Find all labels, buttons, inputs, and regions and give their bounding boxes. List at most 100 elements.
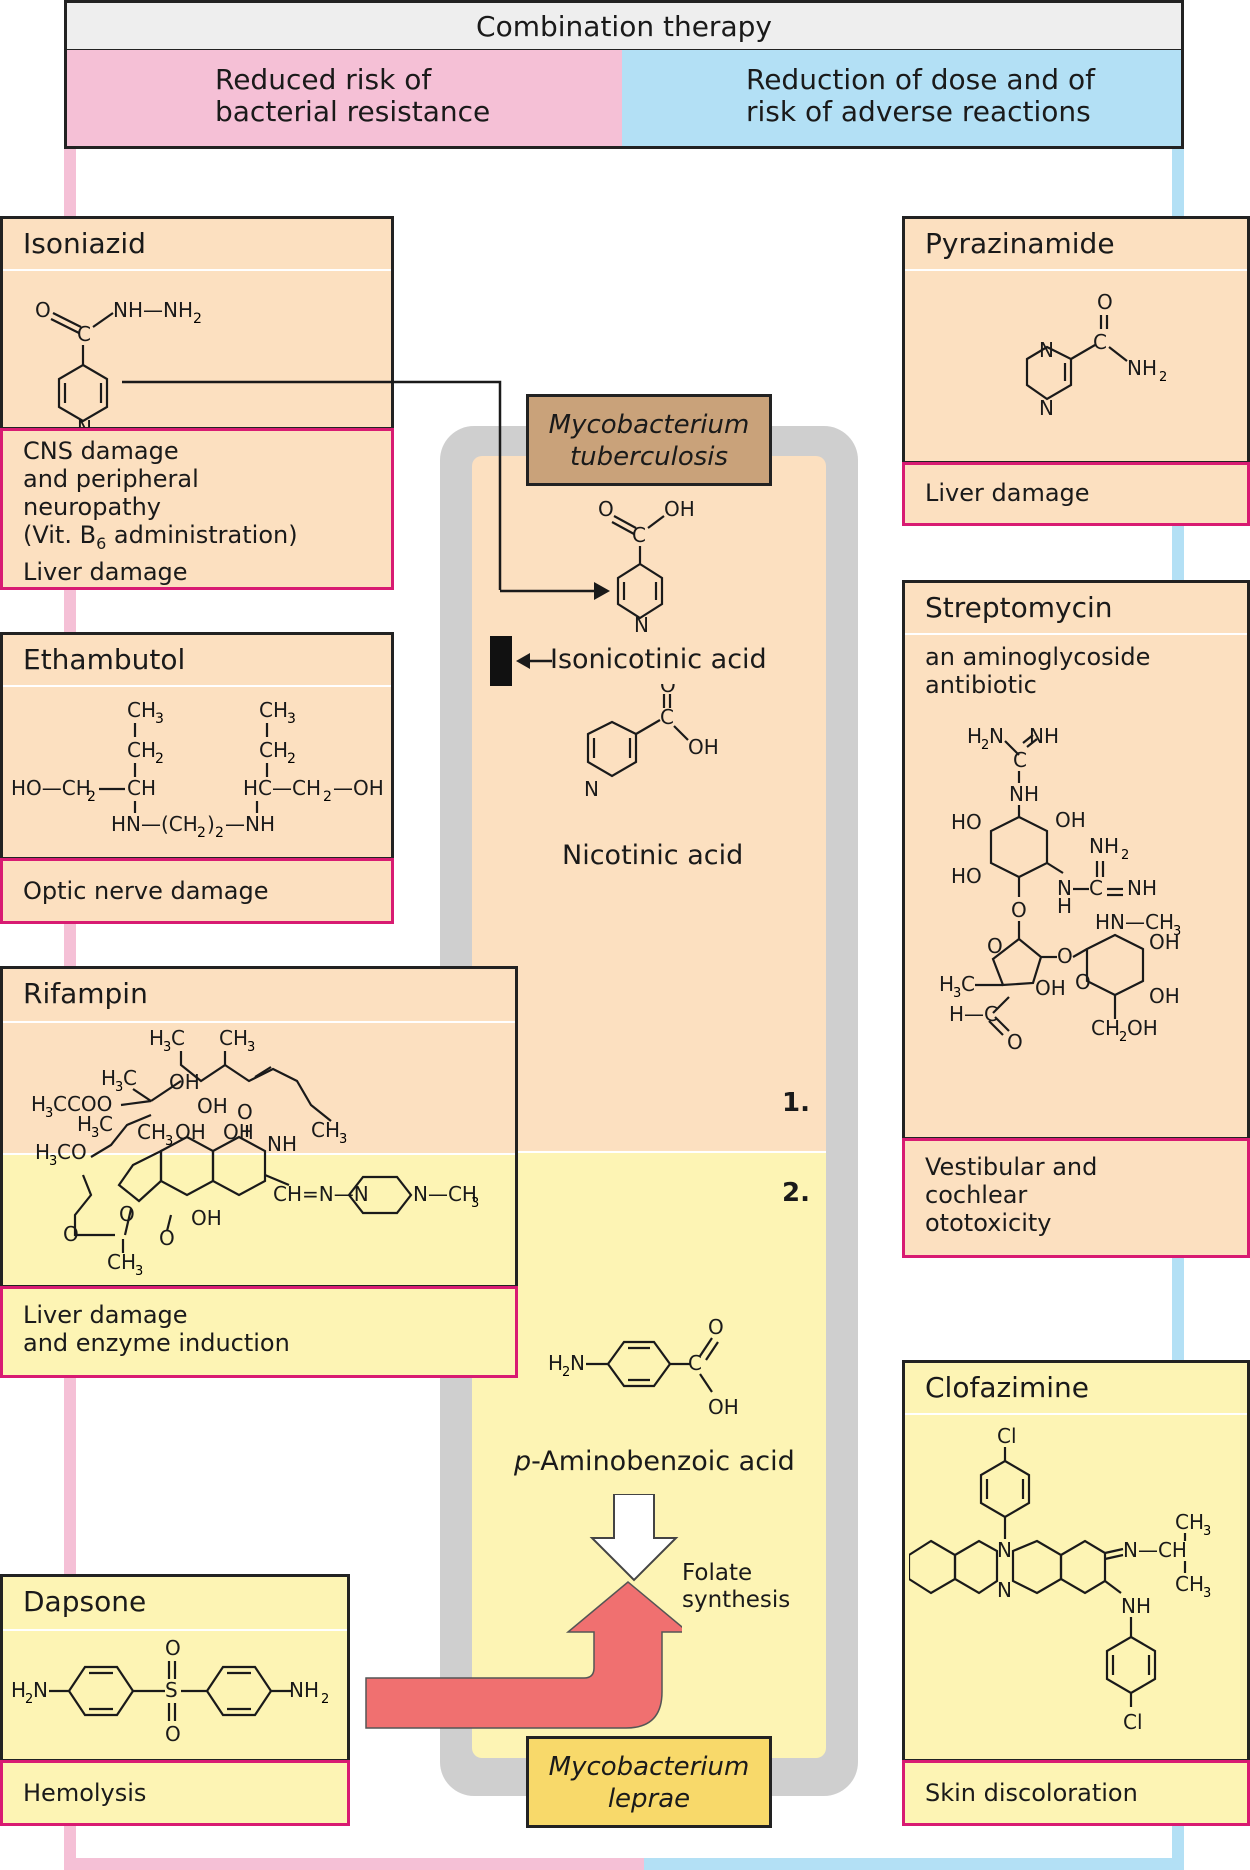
dapsone-effects-box: Hemolysis — [0, 1760, 350, 1826]
folate-line1: Folate — [682, 1560, 753, 1586]
svg-text:CH: CH — [127, 698, 156, 722]
paba-prefix: p — [514, 1446, 532, 1477]
svg-text:2: 2 — [155, 751, 164, 767]
svg-text:N: N — [1039, 338, 1054, 362]
svg-text:HC—CH: HC—CH — [243, 776, 321, 800]
svg-text:3: 3 — [247, 1040, 255, 1055]
svg-text:C: C — [1013, 748, 1027, 772]
svg-text:N: N — [1057, 876, 1072, 900]
svg-text:NH: NH — [1127, 876, 1157, 900]
svg-text:CH: CH — [259, 738, 288, 762]
svg-text:O: O — [165, 1722, 181, 1746]
clofazimine-effect: Skin discoloration — [925, 1779, 1138, 1807]
pyrazinamide-title-rule — [905, 269, 1247, 271]
svg-text:C: C — [660, 705, 674, 729]
svg-text:H: H — [967, 724, 982, 748]
svg-text:OH: OH — [1149, 984, 1180, 1008]
svg-text:C: C — [632, 523, 646, 547]
svg-text:OH: OH — [1149, 930, 1180, 954]
svg-text:OH: OH — [191, 1206, 222, 1230]
svg-text:C: C — [1089, 876, 1103, 900]
svg-text:—NH: —NH — [225, 812, 275, 836]
svg-text:OH: OH — [688, 735, 718, 759]
svg-text:N: N — [1039, 396, 1054, 420]
svg-text:NH: NH — [1009, 782, 1039, 806]
svg-text:3: 3 — [471, 1196, 479, 1211]
mlep-line1: Mycobacterium — [548, 1752, 750, 1782]
isoniazid-title: Isoniazid — [23, 227, 146, 260]
svg-text:H: H — [77, 1112, 92, 1136]
svg-text:O: O — [1097, 290, 1113, 314]
svg-text:3: 3 — [1203, 1524, 1211, 1539]
svg-text:O: O — [1075, 970, 1091, 994]
pink-bottom-strip — [64, 1858, 644, 1870]
svg-text:NH—NH: NH—NH — [113, 298, 193, 322]
svg-text:CH: CH — [107, 1250, 136, 1274]
svg-text:3: 3 — [49, 1154, 57, 1169]
mlep-line2: leprae — [607, 1784, 691, 1814]
svg-text:N—CH: N—CH — [1123, 1538, 1187, 1562]
svg-text:O: O — [165, 1636, 181, 1660]
svg-text:3: 3 — [1173, 924, 1181, 939]
svg-text:2: 2 — [981, 738, 989, 753]
svg-text:C: C — [77, 322, 91, 346]
svg-text:NH: NH — [1127, 356, 1157, 380]
vit-prefix: (Vit. B — [23, 521, 97, 549]
reduced-dose-line1: Reduction of dose and of — [746, 63, 1095, 96]
streptomycin-card: Streptomycin an aminoglycoside antibioti… — [902, 580, 1250, 1140]
reduced-resistance-line2: bacterial resistance — [215, 95, 491, 128]
clofazimine-title: Clofazimine — [925, 1371, 1089, 1404]
svg-text:H: H — [548, 1351, 563, 1375]
svg-text:H: H — [1057, 894, 1072, 918]
streptomycin-title-rule — [905, 633, 1247, 635]
rifampin-effect-1: Liver damage — [23, 1301, 188, 1329]
ethambutol-effect: Optic nerve damage — [23, 877, 269, 905]
step-1-label: 1. — [782, 1088, 810, 1118]
svg-text:OH: OH — [223, 1120, 254, 1144]
svg-text:2: 2 — [323, 789, 332, 805]
svg-text:—OH: —OH — [333, 776, 384, 800]
svg-text:NH: NH — [289, 1678, 319, 1702]
svg-text:2: 2 — [287, 751, 296, 767]
svg-text:C: C — [688, 1351, 702, 1375]
svg-text:3: 3 — [155, 711, 164, 727]
svg-text:3: 3 — [165, 1134, 173, 1149]
pyrazinamide-effect: Liver damage — [925, 479, 1090, 507]
svg-text:O: O — [708, 1315, 724, 1339]
svg-text:O: O — [63, 1222, 79, 1246]
svg-text:NH: NH — [267, 1132, 297, 1156]
svg-text:3: 3 — [339, 1132, 347, 1147]
svg-text:CH: CH — [259, 698, 288, 722]
svg-text:2: 2 — [562, 1365, 570, 1380]
svg-text:HO: HO — [951, 810, 982, 834]
isoniazid-arrow-head — [500, 582, 610, 600]
svg-text:O: O — [598, 497, 614, 521]
streptomycin-effect-3: ototoxicity — [925, 1209, 1052, 1237]
isoniazid-effects-box: CNS damage and peripheral neuropathy (Vi… — [0, 428, 394, 590]
rifampin-effects-box: Liver damage and enzyme induction — [0, 1286, 518, 1378]
svg-text:OH: OH — [169, 1070, 200, 1094]
isonicotinic-acid-structure: O C OH N — [598, 497, 695, 634]
svg-text:CH: CH — [311, 1118, 340, 1142]
svg-text:O: O — [237, 1100, 253, 1124]
svg-text:C: C — [171, 1026, 185, 1050]
svg-text:CH: CH — [137, 1120, 166, 1144]
svg-text:HN—CH: HN—CH — [1095, 910, 1174, 934]
rifampin-color-split — [3, 1153, 515, 1155]
svg-text:2: 2 — [25, 1692, 33, 1707]
clofazimine-effects-box: Skin discoloration — [902, 1760, 1250, 1826]
svg-text:H: H — [35, 1140, 50, 1164]
isoniazid-effect-vit: (Vit. B6 administration) — [23, 521, 371, 558]
pyrazinamide-title: Pyrazinamide — [925, 227, 1115, 260]
streptomycin-subtitle-2: antibiotic — [925, 671, 1037, 699]
svg-text:3: 3 — [1203, 1586, 1211, 1601]
isonicotinic-acid-label: Isonicotinic acid — [550, 644, 767, 675]
svg-text:3: 3 — [953, 986, 961, 1001]
